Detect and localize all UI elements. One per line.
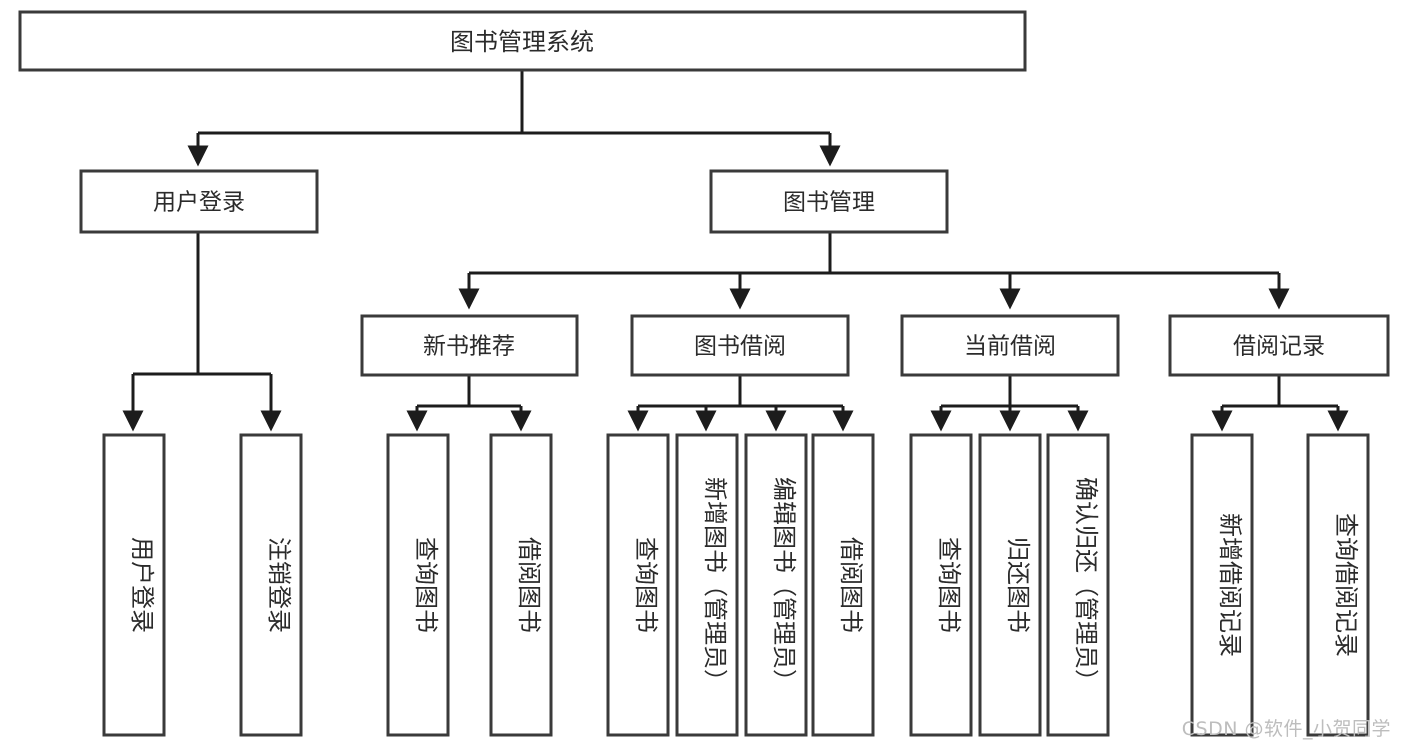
connector-bookmgmt-to-level3 [458, 232, 1290, 310]
node-root-library-system[interactable]: 图书管理系统 [18, 10, 1027, 72]
node-leaf-query-book-current[interactable]: 查询图书 [909, 433, 973, 737]
node-leaf-confirm-return-admin-label: 确认归还（管理员） [1072, 477, 1100, 693]
node-current-borrow[interactable]: 当前借阅 [900, 314, 1120, 377]
connector-borrowrecord-to-leaves [1211, 375, 1349, 432]
node-leaf-edit-book-admin-label: 编辑图书（管理员） [770, 477, 798, 693]
node-leaf-borrow-book-recommend[interactable]: 借阅图书 [489, 433, 553, 737]
node-leaf-return-book[interactable]: 归还图书 [978, 433, 1042, 737]
node-leaf-query-borrow-record-label: 查询借阅记录 [1332, 513, 1360, 657]
node-leaf-query-book-recommend[interactable]: 查询图书 [386, 433, 450, 737]
node-leaf-return-book-label: 归还图书 [1004, 537, 1032, 633]
node-leaf-confirm-return-admin[interactable]: 确认归还（管理员） [1046, 433, 1110, 737]
node-current-borrow-label: 当前借阅 [964, 334, 1056, 360]
node-user-login-label: 用户登录 [153, 190, 245, 216]
node-root-label: 图书管理系统 [450, 28, 594, 56]
connector-currentborrow-to-leaves [930, 375, 1089, 432]
connector-userlogin-to-leaves [122, 232, 282, 432]
node-book-management-label: 图书管理 [783, 190, 875, 216]
connector-newbook-to-leaves [406, 375, 532, 432]
node-leaf-borrow-book[interactable]: 借阅图书 [811, 433, 875, 737]
connector-root-to-level2 [187, 70, 841, 167]
node-book-borrow-label: 图书借阅 [694, 334, 786, 360]
node-leaf-add-book-admin[interactable]: 新增图书（管理员） [675, 433, 739, 737]
node-leaf-add-borrow-record-label: 新增借阅记录 [1216, 513, 1244, 657]
node-book-management[interactable]: 图书管理 [709, 169, 949, 234]
node-leaf-add-borrow-record[interactable]: 新增借阅记录 [1190, 433, 1254, 737]
node-user-login[interactable]: 用户登录 [79, 169, 319, 234]
connector-bookborrow-to-leaves [627, 375, 854, 432]
node-new-book-recommend[interactable]: 新书推荐 [360, 314, 579, 377]
node-leaf-query-book-recommend-label: 查询图书 [412, 537, 440, 633]
node-leaf-logout[interactable]: 注销登录 [239, 433, 303, 737]
node-leaf-edit-book-admin[interactable]: 编辑图书（管理员） [744, 433, 808, 737]
node-borrow-record[interactable]: 借阅记录 [1168, 314, 1390, 377]
node-book-borrow[interactable]: 图书借阅 [630, 314, 850, 377]
node-leaf-user-login-label: 用户登录 [128, 537, 156, 633]
node-borrow-record-label: 借阅记录 [1233, 334, 1325, 360]
node-leaf-query-book-borrow-label: 查询图书 [632, 537, 660, 633]
node-leaf-borrow-book-recommend-label: 借阅图书 [515, 537, 543, 633]
node-leaf-user-login[interactable]: 用户登录 [102, 433, 166, 737]
node-leaf-borrow-book-label: 借阅图书 [837, 537, 865, 633]
node-leaf-query-borrow-record[interactable]: 查询借阅记录 [1306, 433, 1370, 737]
node-new-book-recommend-label: 新书推荐 [423, 334, 515, 360]
node-leaf-logout-label: 注销登录 [265, 537, 293, 633]
node-leaf-query-book-borrow[interactable]: 查询图书 [606, 433, 670, 737]
node-leaf-add-book-admin-label: 新增图书（管理员） [701, 477, 729, 693]
node-leaf-query-book-current-label: 查询图书 [935, 537, 963, 633]
